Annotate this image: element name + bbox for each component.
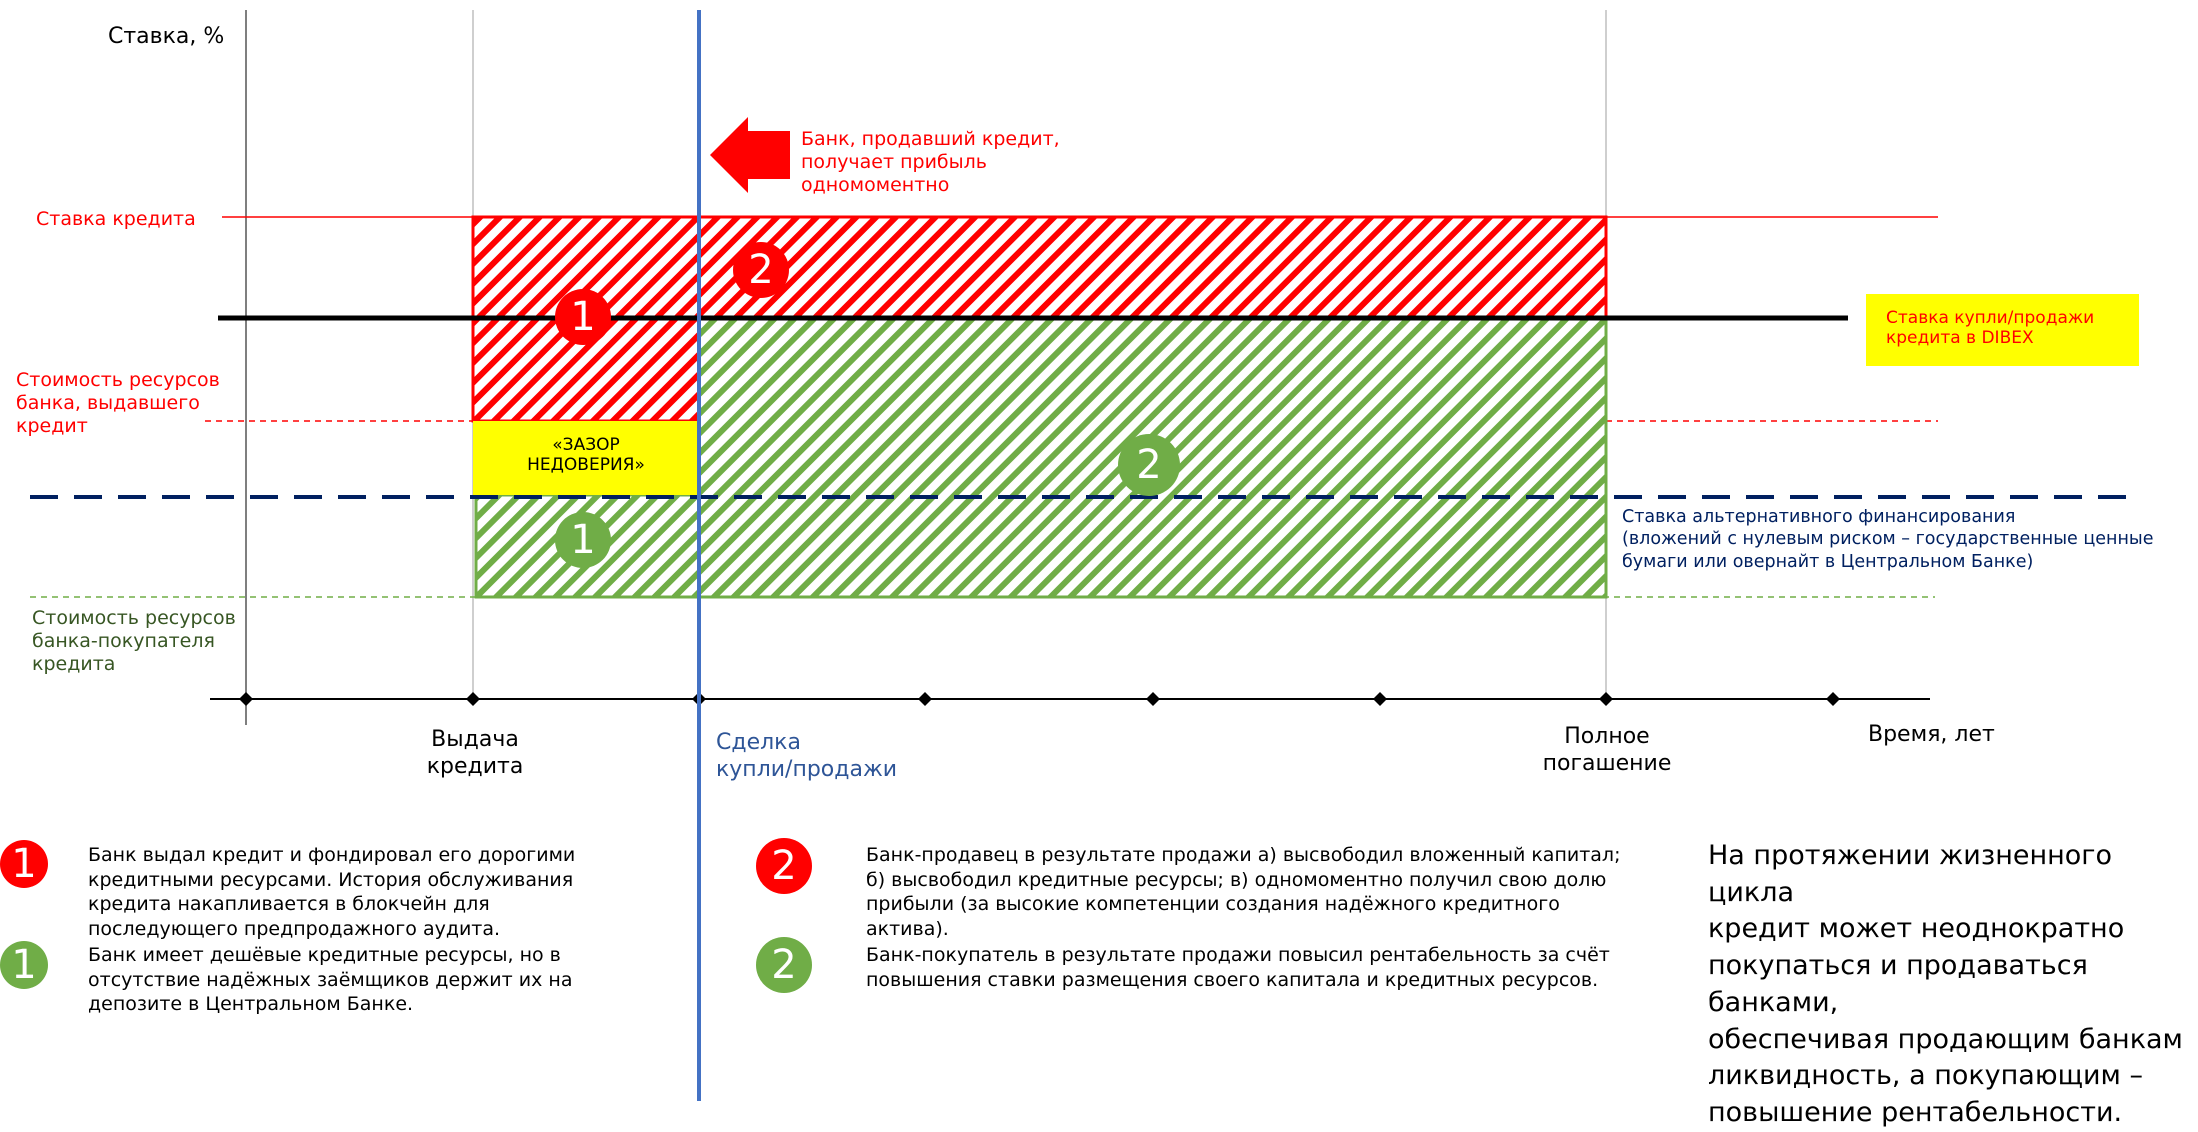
legend-green-badge-2: 2: [756, 937, 812, 993]
issue-label: Выдача кредита: [426, 727, 524, 779]
legend-red-1-text: Банк выдал кредит и фондировал его дорог…: [88, 844, 576, 941]
buyer-cost-label: Стоимость ресурсов банка-покупателя кред…: [32, 607, 236, 676]
left-arrow-icon: [710, 117, 790, 193]
legend-red-2-text: Банк-продавец в результате продажи а) вы…: [866, 844, 1621, 941]
legend-red-badge-1: 1: [0, 840, 48, 888]
seller-profit-callout: Банк, продавший кредит, получает прибыль…: [801, 128, 1060, 197]
red-badge-1: 1: [555, 289, 611, 345]
distrust-gap-area: [473, 421, 699, 495]
distrust-gap-label: «ЗАЗОР НЕДОВЕРИЯ»: [527, 435, 645, 476]
legend-green-1-text: Банк имеет дешёвые кредитные ресурсы, но…: [88, 944, 573, 1016]
dibex-rate-callout: Ставка купли/продажи кредита в DIBEX: [1866, 294, 2139, 366]
alt-financing-label: Ставка альтернативного финансирования (в…: [1622, 507, 2154, 572]
legend-green-2-text: Банк-покупатель в результате продажи пов…: [866, 944, 1610, 991]
green-badge-2: 2: [1118, 434, 1180, 496]
seller-profit-area: [697, 215, 1608, 320]
legend-green-badge-1: 1: [0, 941, 48, 989]
green-badge-1: 1: [555, 512, 611, 568]
time-axis-ticks: [239, 692, 1840, 706]
repayment-label: Полное погашение: [1542, 724, 1672, 776]
y-axis-label: Ставка, %: [108, 24, 225, 49]
x-axis-label: Время, лет: [1868, 722, 1995, 747]
deal-label: Сделка купли/продажи: [716, 730, 898, 782]
credit-rate-label: Ставка кредита: [36, 208, 196, 230]
legend-red-badge-2: 2: [756, 838, 812, 894]
summary-text: На протяжении жизненного цикла кредит мо…: [1708, 840, 2183, 1129]
red-badge-2: 2: [733, 242, 789, 298]
issuer-cost-label: Стоимость ресурсов банка, выдавшего кред…: [16, 369, 220, 438]
